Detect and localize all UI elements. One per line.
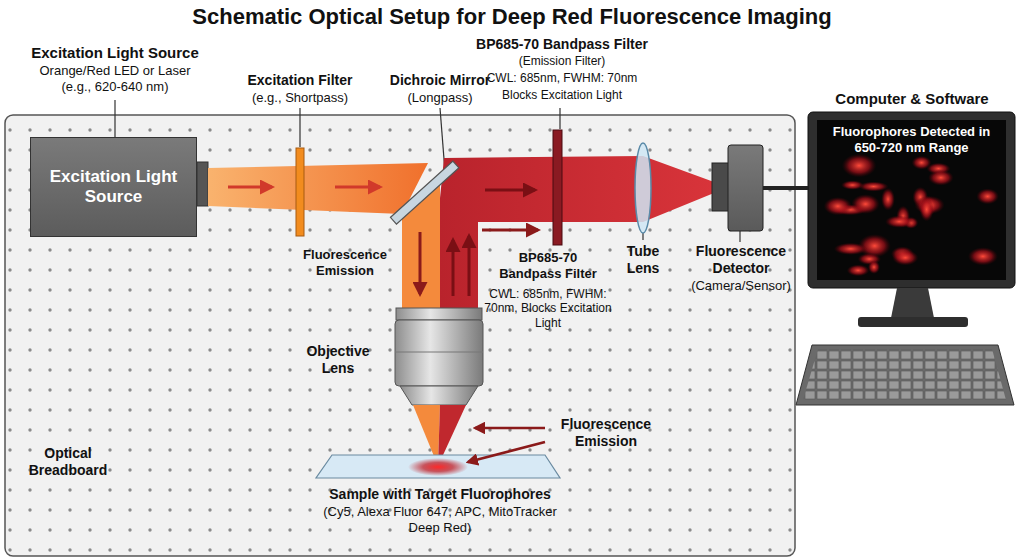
monitor [796, 112, 1015, 405]
shape-rect [395, 320, 483, 386]
cell-glow [920, 197, 934, 221]
shape-line [452, 240, 455, 296]
cell-glow [912, 156, 932, 170]
label: (Cy5, Alexa Fluor 647, APC, MitoTracker … [315, 504, 565, 535]
sample-slide [316, 455, 560, 478]
box-label: Excitation Light Source [37, 167, 190, 208]
box-note: (Camera/Sensor) [682, 278, 800, 294]
label: Dichroic Mirror [375, 72, 505, 89]
shape-line [228, 186, 272, 189]
cell-glow [976, 188, 999, 204]
cable [763, 186, 808, 190]
shape-polygon [400, 386, 478, 405]
shape-line [482, 229, 538, 232]
cell-glow [842, 154, 877, 178]
detector-box: Fluorescence Detector(Camera/Sensor) [712, 145, 763, 231]
shape-polygon [316, 455, 560, 478]
cell-glow [851, 194, 879, 214]
label: Optical Breadboard [16, 445, 120, 479]
camera [712, 145, 763, 231]
shape-rect [396, 308, 482, 320]
label: (Longpass) [375, 90, 505, 106]
shape-rect [858, 317, 968, 327]
excitation-filter [296, 148, 304, 236]
excitation-beam [208, 163, 428, 214]
label: CWL: 685nm, FWHM: 70nm [477, 71, 647, 85]
shape-rect [817, 120, 1006, 280]
screen-caption: Fluorophores Detected in 650-720 nm Rang… [822, 124, 1001, 155]
label: (e.g., Shortpass) [225, 90, 375, 106]
emission-arrows [468, 428, 545, 462]
shape-rect [712, 163, 729, 211]
dichroic-mirror [390, 161, 458, 224]
shape-rect [390, 161, 458, 224]
objective-lens [395, 308, 483, 405]
shape-line [642, 233, 643, 240]
shape-polygon [891, 288, 934, 318]
shape-polygon [803, 349, 1006, 400]
shape-line [739, 231, 740, 242]
emission-beam [440, 156, 714, 310]
cell-glow [892, 250, 918, 266]
label: Fluorescence Emission [550, 416, 662, 450]
label: Tube Lens [612, 243, 674, 277]
label: Fluorescence Emission [295, 247, 395, 278]
cell-glow [968, 247, 998, 265]
shape-rect [728, 145, 763, 231]
cell-glow [868, 260, 880, 274]
label: Excitation Light Source [15, 44, 215, 62]
label: BP685-70 Bandpass Filter [489, 250, 607, 281]
label: (Emission Filter) [482, 54, 642, 68]
cell-glow [859, 181, 889, 191]
source-box: Excitation Light Source [30, 137, 197, 237]
shape-line [114, 100, 115, 137]
breadboard [5, 115, 795, 556]
shape-line [475, 427, 545, 430]
shape-rect [5, 115, 795, 556]
label: Computer & Software [812, 90, 1012, 108]
cell-glow [885, 215, 913, 227]
shape-rect [7, 117, 793, 554]
label: Objective Lens [296, 343, 380, 377]
beam-arrows [228, 187, 538, 296]
shape-line [485, 189, 535, 192]
box-heading: Fluorescence Detector [682, 243, 800, 277]
label: CWL: 685nm, FWHM: 70nm, Blocks Excitatio… [484, 287, 612, 330]
shape-line [395, 352, 483, 353]
cell-glow [847, 265, 870, 277]
monitor-box: Fluorophores Detected in 650-720 nm Rang… [808, 112, 1015, 288]
label: Excitation Filter [225, 72, 375, 89]
cell-glow [881, 188, 895, 211]
shape-line [559, 108, 560, 129]
label: BP685-70 Bandpass Filter [462, 36, 662, 53]
shape-polygon [796, 345, 1014, 405]
shape-line [299, 108, 300, 147]
shape-rect [808, 112, 1015, 288]
shape-line [468, 442, 545, 462]
cell-glow [824, 197, 852, 215]
source-aperture [197, 162, 208, 206]
cell-glow [834, 243, 868, 255]
label: Blocks Excitation Light [477, 88, 647, 102]
tube-lens [635, 143, 651, 233]
shape-ellipse [408, 458, 468, 476]
emission-filter [553, 130, 562, 245]
cell-glow [928, 170, 953, 186]
shape-g [824, 154, 999, 276]
shape-line [419, 232, 422, 294]
shape-line [468, 236, 471, 296]
shape-line [335, 186, 380, 189]
diagram-title: Schematic Optical Setup for Deep Red Flu… [0, 4, 1024, 30]
label: Sample with Target Fluorophores [290, 486, 590, 503]
label: Orange/Red LED or Laser (e.g., 620-640 n… [30, 63, 200, 94]
